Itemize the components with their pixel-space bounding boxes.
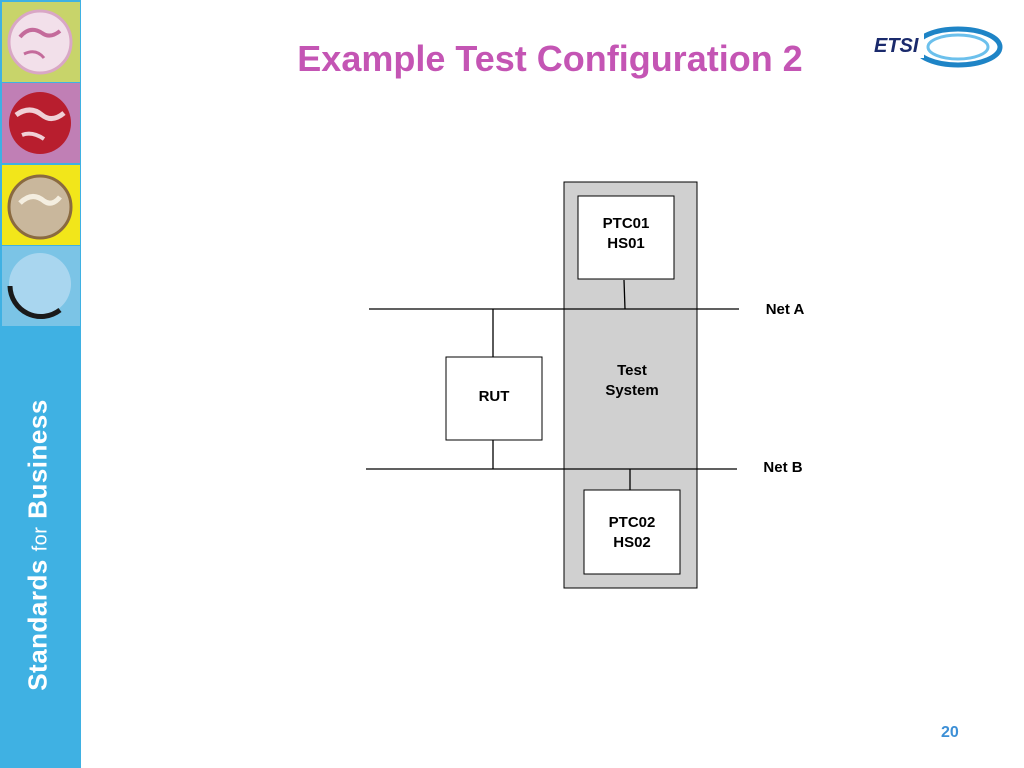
rut-box: [445, 356, 543, 441]
blue-globe-icon: [2, 246, 80, 326]
ptc02-line2: HS02: [613, 534, 651, 551]
ptc01-line1: PTC01: [602, 215, 650, 232]
red-globe-icon: [2, 83, 80, 163]
etsi-logo-text: ETSI: [874, 35, 919, 57]
test-system-line2: System: [605, 382, 659, 399]
rut-label: RUT: [478, 388, 510, 405]
sidebar: Standards for Business: [0, 0, 81, 768]
ptc01-box: [577, 195, 675, 280]
net-a-label: Net A: [765, 301, 805, 318]
ptc01-net-a-link: [623, 279, 626, 310]
ptc02-label: PTC02 HS02: [584, 513, 680, 553]
gold-globe-icon: [2, 165, 80, 245]
ptc02-box: [583, 489, 681, 575]
test-system-label: Test System: [584, 361, 680, 401]
ptc01-label: PTC01 HS01: [578, 214, 674, 254]
ptc01-line2: HS01: [607, 235, 645, 252]
page-number: 20: [941, 724, 959, 741]
etsi-logo: ETSI: [872, 24, 1004, 70]
white-globe-icon: [2, 2, 80, 82]
net-b-label: Net B: [763, 459, 803, 476]
test-system-line1: Test: [617, 362, 647, 379]
ptc02-line1: PTC02: [608, 514, 656, 531]
page-title: Example Test Configuration 2: [297, 38, 803, 79]
